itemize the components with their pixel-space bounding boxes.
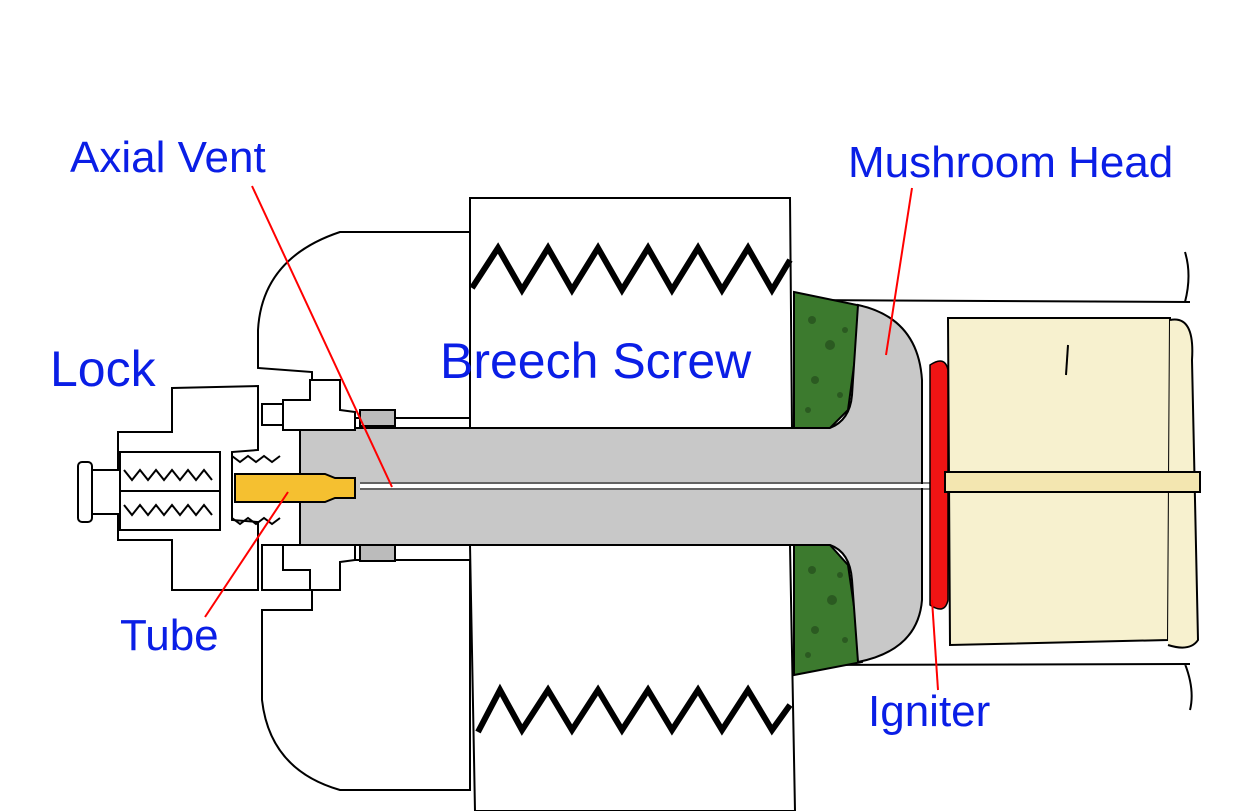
label-tube: Tube: [120, 611, 219, 660]
powder-bag: [944, 317, 1201, 649]
obturator-pad-upper: [793, 290, 864, 429]
label-lock: Lock: [50, 341, 156, 397]
leader-igniter: [931, 599, 939, 691]
leader-lines: [204, 185, 939, 691]
breech-screw-body: [468, 197, 797, 811]
leader-tube: [204, 491, 289, 618]
gun-tube-walls: [799, 251, 1193, 711]
thread-upper: [469, 242, 793, 296]
breech-ring-housing-lower: [261, 544, 471, 791]
label-igniter: Igniter: [868, 687, 991, 736]
label-mushroom-head: Mushroom Head: [848, 138, 1174, 187]
label-breech-screw: Breech Screw: [440, 333, 752, 389]
leader-mushroom-head: [885, 187, 913, 356]
leader-axial-vent: [251, 185, 393, 488]
thread-lower: [475, 683, 793, 736]
lock-mechanism: [77, 379, 396, 591]
primer-tube: [234, 473, 356, 503]
breech-ring-housing: [257, 231, 471, 426]
label-axial-vent: Axial Vent: [70, 133, 266, 182]
igniter-pad: [929, 360, 949, 610]
